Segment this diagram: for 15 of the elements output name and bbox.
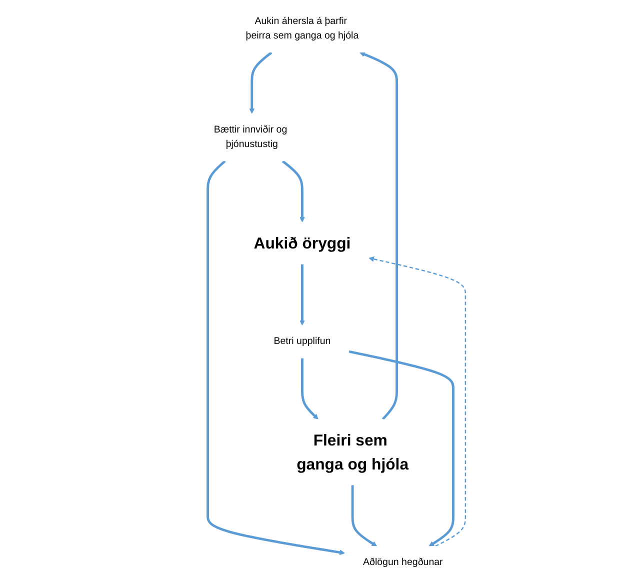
arrow (300, 358, 318, 420)
arrow (281, 160, 304, 222)
node-text: Betri upplifun (273, 336, 330, 347)
node-text: Fleiri sem ganga og hjóla (296, 430, 408, 473)
arrow (359, 52, 398, 420)
node-text: Bættir innviðir og þjónustustig (213, 124, 287, 150)
arrow (299, 264, 304, 326)
arrow (348, 350, 454, 546)
node-text: Aukin áhersla á þarfir þeirra sem ganga og hjóla (245, 16, 358, 41)
arrow (350, 485, 376, 546)
node-text: Aðlögun hegðunar (362, 557, 442, 568)
node-text: Aukið öryggi (253, 234, 350, 252)
arrow (368, 256, 466, 547)
arrow (248, 52, 272, 114)
arrow (206, 160, 344, 556)
